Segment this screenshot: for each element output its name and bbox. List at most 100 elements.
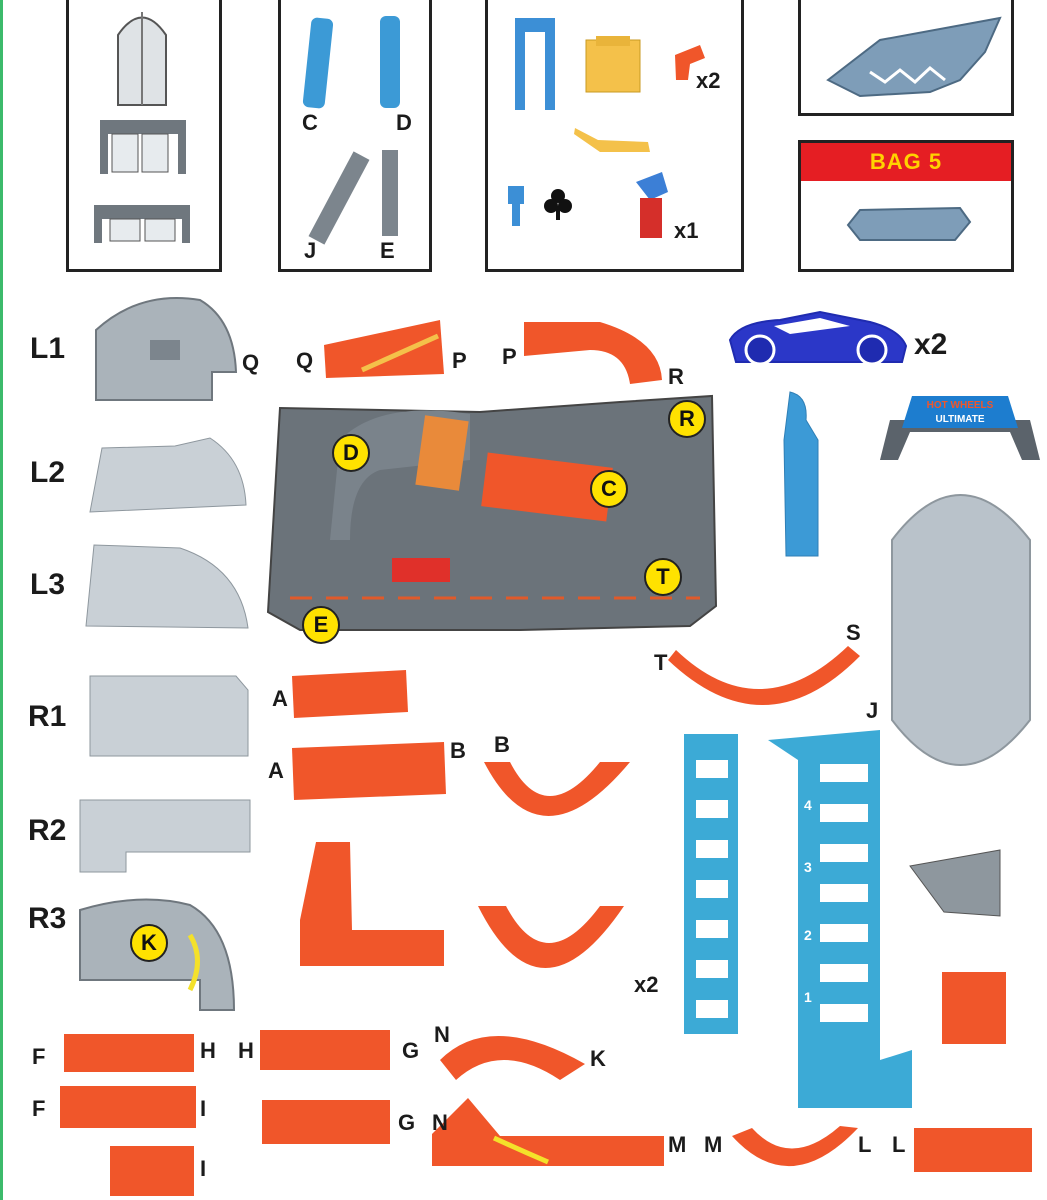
track-t-s-curve — [668, 646, 860, 706]
label-g-1: G — [402, 1038, 420, 1063]
car-qty: x2 — [914, 328, 948, 361]
gray-strut-j — [308, 151, 370, 245]
orange-block-piece — [942, 972, 1006, 1044]
label-s: S — [846, 620, 861, 645]
page-edge-stripe — [0, 0, 3, 1200]
circle-label-c: C — [590, 470, 628, 508]
club-symbol — [544, 189, 572, 220]
gate-support-piece-1 — [100, 120, 186, 174]
curve-qty-x2: x2 — [634, 972, 659, 997]
track-n-m-splitter — [432, 1098, 664, 1166]
track-i-short — [110, 1146, 194, 1196]
label-f-2: F — [32, 1096, 46, 1121]
side-label-r3: R3 — [28, 902, 67, 935]
bag-panel: BAG 5 — [798, 140, 1014, 272]
blue-support-c — [302, 17, 334, 109]
base-panel-l3 — [85, 544, 249, 629]
label-j: J — [304, 238, 317, 263]
label-b-2: B — [494, 732, 510, 757]
gate-support-piece-2 — [94, 205, 190, 243]
tower-number-4: 4 — [804, 797, 812, 813]
label-n-1: N — [434, 1022, 450, 1047]
tall-gray-arch-piece — [117, 12, 167, 106]
label-q-2: Q — [296, 348, 314, 373]
track-l-end — [914, 1128, 1032, 1172]
label-m-1: M — [668, 1132, 687, 1157]
track-p-r-curve — [524, 322, 662, 384]
gray-capsule-platform — [891, 494, 1031, 766]
side-label-r2: R2 — [28, 814, 67, 847]
main-base-unit — [266, 394, 718, 631]
blue-ladder-tower — [684, 734, 738, 1034]
label-m-2: M — [704, 1132, 723, 1157]
label-e: E — [380, 238, 395, 263]
shark-jaw-piece — [846, 206, 972, 241]
label-h-2: H — [238, 1038, 254, 1063]
track-u-curve — [478, 906, 624, 968]
label-p-2: P — [502, 344, 517, 369]
circle-label-r: R — [668, 400, 706, 438]
label-q-1: Q — [242, 350, 260, 375]
logo-stand-piece — [880, 396, 1040, 460]
tower-number-3: 3 — [804, 859, 812, 875]
side-label-l1: L1 — [30, 332, 66, 365]
label-b-1: B — [450, 738, 466, 763]
base-panel-r1 — [89, 675, 249, 757]
track-g-short — [262, 1100, 390, 1144]
gray-strut-e — [382, 150, 398, 236]
orange-claw-piece — [675, 45, 705, 80]
side-label-l2: L2 — [30, 456, 66, 489]
label-a-1: A — [272, 686, 288, 711]
blue-support-d — [380, 16, 400, 108]
circle-label-d: D — [332, 434, 370, 472]
label-f-1: F — [32, 1044, 46, 1069]
yellow-lever-piece — [574, 128, 650, 152]
race-car — [728, 310, 908, 366]
label-g-2: G — [398, 1110, 416, 1135]
label-i-1: I — [200, 1096, 207, 1121]
label-d: D — [396, 110, 412, 135]
track-m-l-curve — [732, 1126, 858, 1167]
label-h-1: H — [200, 1038, 216, 1063]
tower-number-2: 2 — [804, 927, 812, 943]
label-l-2: L — [892, 1132, 906, 1157]
circle-label-k: K — [130, 924, 168, 962]
tower-number-1: 1 — [804, 989, 812, 1005]
logo-text-1: HOT WHEELS — [927, 400, 994, 411]
label-r: R — [668, 364, 684, 389]
label-k: K — [590, 1046, 606, 1071]
blue-elevator-tower — [768, 730, 912, 1108]
base-panel-l1 — [95, 297, 238, 401]
label-a-2: A — [268, 758, 284, 783]
bag-title: BAG 5 — [801, 143, 1011, 181]
circle-label-e: E — [302, 606, 340, 644]
track-f-h — [64, 1034, 194, 1072]
base-panel-l2 — [89, 437, 247, 513]
yellow-crate-piece — [585, 36, 641, 93]
label-l-1: L — [858, 1132, 872, 1157]
blue-vertical-support — [783, 391, 819, 557]
label-c: C — [302, 110, 318, 135]
qty-x2: x2 — [696, 68, 721, 93]
logo-text-2: ULTIMATE — [935, 414, 984, 425]
side-label-r1: R1 — [28, 700, 67, 733]
label-i-2: I — [200, 1156, 207, 1181]
label-n-2: N — [432, 1110, 448, 1135]
blue-peg-piece — [508, 186, 524, 226]
parts-panel-2 — [278, 0, 432, 272]
track-b-curve — [484, 762, 630, 816]
track-h-g — [260, 1030, 390, 1070]
track-q-p — [324, 320, 444, 378]
track-a-straight — [292, 670, 408, 718]
circle-label-t: T — [644, 558, 682, 596]
label-p-1: P — [452, 348, 467, 373]
gray-funnel-piece — [909, 849, 1001, 917]
side-label-l3: L3 — [30, 568, 66, 601]
shark-head-piece — [826, 16, 1002, 98]
track-a-b — [292, 742, 446, 800]
blue-u-bracket — [515, 18, 555, 110]
base-panel-r2 — [79, 799, 251, 873]
label-j-platform: J — [866, 698, 879, 723]
qty-x1: x1 — [674, 218, 699, 243]
